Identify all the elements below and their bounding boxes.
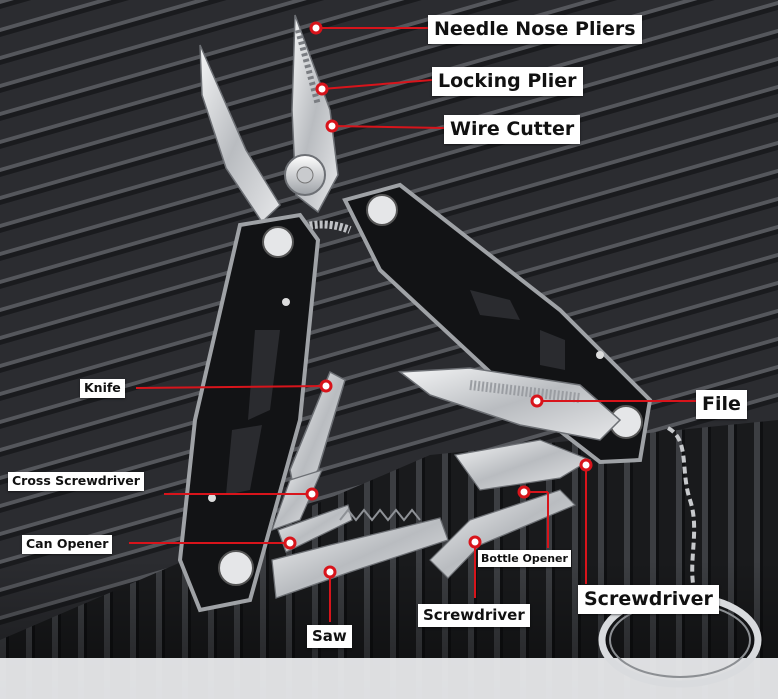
can-opener-blade <box>277 504 353 553</box>
label-wire-cutter: Wire Cutter <box>444 115 581 144</box>
bottle-opener-blade <box>453 439 592 491</box>
marker-wire-cutter <box>325 119 339 133</box>
label-needle-nose-pliers: Needle Nose Pliers <box>428 15 642 44</box>
marker-dots <box>283 21 593 579</box>
file-blade <box>397 367 622 441</box>
label-file: File <box>696 390 747 419</box>
marker-can-opener <box>283 536 297 550</box>
marker-cross-screwdriver <box>305 487 319 501</box>
label-cross-screwdriver: Cross Screwdriver <box>8 472 144 491</box>
fold-out-tools <box>271 367 622 599</box>
leader-lines <box>129 27 696 622</box>
label-screwdriver-small: Screwdriver <box>418 604 530 627</box>
marker-locking-plier <box>315 82 329 96</box>
bottom-strip <box>0 658 778 699</box>
marker-screwdriver-small <box>468 535 482 549</box>
label-saw: Saw <box>307 625 352 648</box>
label-bottle-opener: Bottle Opener <box>478 550 571 567</box>
marker-saw <box>323 565 337 579</box>
cross-screwdriver-blade <box>271 469 324 531</box>
marker-needle-nose <box>309 21 323 35</box>
left-handle <box>177 212 321 613</box>
label-can-opener: Can Opener <box>22 535 113 554</box>
label-knife: Knife <box>80 379 125 398</box>
plier-jaws <box>199 14 352 234</box>
screwdriver-blade <box>429 489 577 579</box>
marker-file <box>530 394 544 408</box>
marker-bottle-opener <box>517 485 531 499</box>
label-locking-plier: Locking Plier <box>432 67 583 96</box>
saw-blade <box>271 517 449 599</box>
label-screwdriver-large: Screwdriver <box>578 585 719 614</box>
marker-knife <box>319 379 333 393</box>
marker-screwdriver-large <box>579 458 593 472</box>
